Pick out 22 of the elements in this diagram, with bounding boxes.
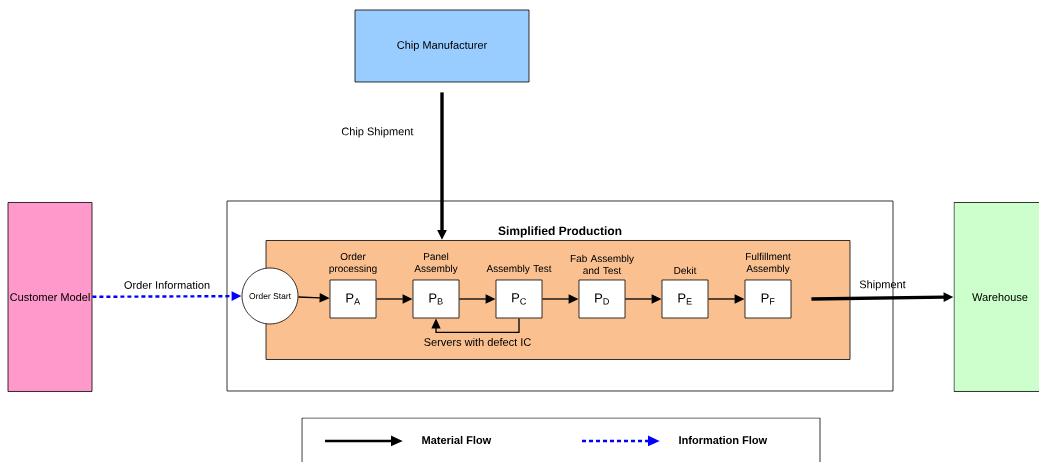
step-label: Assembly Test bbox=[486, 264, 552, 275]
process-box: P$_{D}$ bbox=[578, 279, 626, 319]
step-label: Order processing bbox=[329, 252, 377, 275]
step-label: Fab Assembly and Test bbox=[570, 254, 634, 275]
step-label: Dekit bbox=[674, 266, 697, 275]
edge-label: Shipment bbox=[859, 280, 906, 291]
process-box: P$_{B}$ bbox=[412, 279, 460, 319]
step-label: Panel Assembly bbox=[414, 252, 458, 275]
process-box: Chip Manufacturer bbox=[354, 9, 530, 83]
edge-label: Servers with defect IC bbox=[424, 337, 531, 346]
legend-label: Information Flow bbox=[679, 435, 768, 445]
process-box: P$_{A}$ bbox=[329, 279, 377, 319]
process-box: P$_{F}$ bbox=[744, 279, 792, 319]
legend-label: Material Flow bbox=[422, 435, 492, 445]
arrow bbox=[431, 317, 520, 334]
step-label: Fulfillment Assembly bbox=[746, 252, 791, 275]
edge-label: Order Information bbox=[124, 280, 210, 289]
process-box: Customer Model bbox=[7, 202, 93, 392]
process-box: Warehouse bbox=[953, 202, 1039, 392]
edge-label: Chip Shipment bbox=[341, 127, 414, 138]
process-box: P$_{E}$ bbox=[661, 279, 709, 319]
process-box: P$_{C}$ bbox=[495, 279, 543, 319]
